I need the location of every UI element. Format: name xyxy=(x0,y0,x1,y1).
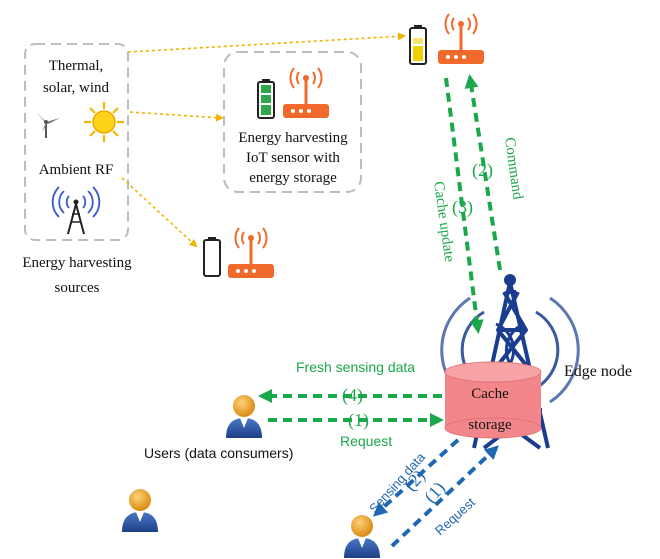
sensor-box-line1: Energy harvesting xyxy=(238,130,348,146)
user-icon xyxy=(122,489,158,532)
sources-caption-line1: Energy harvesting xyxy=(22,255,132,271)
sensor-box-line3: energy storage xyxy=(249,170,337,186)
cache-update-arrow xyxy=(444,77,484,334)
router-icon xyxy=(283,67,329,118)
fresh-data-num: (4) xyxy=(342,385,363,406)
harvest-arrow-middle xyxy=(129,111,224,122)
battery-icon xyxy=(203,237,221,277)
sensor-box-line2: IoT sensor with xyxy=(246,150,340,166)
cache-label-line1: Cache xyxy=(471,386,509,402)
wind-turbine-icon xyxy=(36,112,60,138)
battery-icon xyxy=(257,79,275,119)
router-icon xyxy=(438,13,484,64)
command-num: (2) xyxy=(472,160,493,181)
command-label: Command xyxy=(501,136,526,201)
radio-tower-icon xyxy=(51,186,101,235)
edge-node-label: Edge node xyxy=(564,363,632,380)
request-top-label: Request xyxy=(340,433,392,449)
harvest-arrow-bottom xyxy=(121,177,198,248)
cache-update-label: Cache update xyxy=(430,180,457,263)
user-icon xyxy=(226,395,262,438)
battery-icon xyxy=(409,25,427,65)
sources-label-line2: solar, wind xyxy=(43,80,110,96)
cache-update-num: (3) xyxy=(452,197,473,218)
sources-box xyxy=(24,43,129,241)
user-icon xyxy=(344,515,380,558)
users-label: Users (data consumers) xyxy=(144,445,293,461)
fresh-data-label: Fresh sensing data xyxy=(296,359,415,375)
sources-label-line1: Thermal, xyxy=(49,58,104,74)
request-arrow-bottom xyxy=(390,445,499,548)
sensor-box xyxy=(223,51,362,193)
ambient-rf-label: Ambient RF xyxy=(39,162,114,178)
cache-cylinder-icon xyxy=(444,361,542,439)
command-arrow xyxy=(464,74,502,271)
cache-label-line2: storage xyxy=(468,417,512,433)
sensing-data-arrow xyxy=(373,438,460,517)
sun-icon xyxy=(84,102,124,142)
sources-caption-line2: sources xyxy=(55,280,100,296)
request-top-num: (1) xyxy=(348,410,369,431)
router-icon xyxy=(228,227,274,278)
harvest-arrow-top xyxy=(127,32,406,53)
